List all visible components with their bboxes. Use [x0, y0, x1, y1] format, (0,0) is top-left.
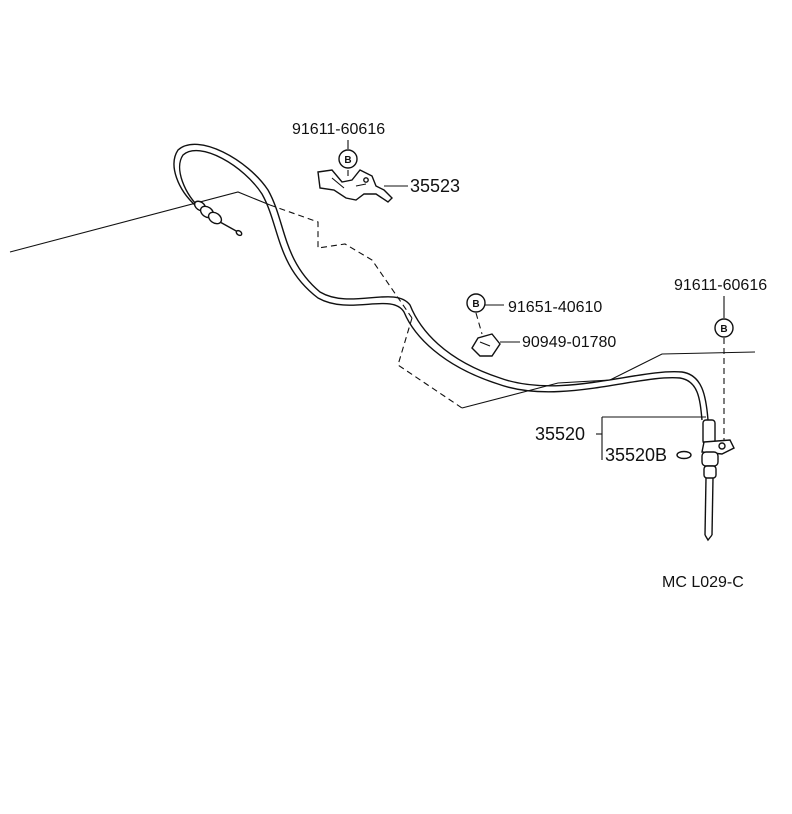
end-inner-wire-a: [704, 477, 707, 536]
bracket-35523: [317, 169, 408, 203]
end-bracket-plate: [701, 439, 735, 455]
callout-symbol-bracket-bolt: B: [338, 140, 358, 169]
clamp-bolt-leader: [475, 312, 483, 335]
cable-outer-line: [173, 143, 709, 421]
clamp-90949-01780: [471, 312, 520, 357]
cable-inner-line: [178, 149, 703, 421]
cable-callout-bracket: [596, 416, 706, 460]
part-label-bolt-end: 91611-60616: [674, 277, 767, 294]
part-label-bolt-clamp: 91651-40610: [508, 299, 602, 316]
end-inner-wire-b: [711, 477, 714, 536]
part-label-grommet: 35520B: [605, 445, 667, 465]
cable-lock-end: [676, 338, 735, 542]
callout-letter: B: [472, 299, 479, 310]
part-label-clamp: 90949-01780: [522, 334, 616, 351]
clamp-fold-line: [479, 341, 491, 347]
panel-left-edge: [9, 191, 271, 253]
end-bracket-hole: [718, 442, 726, 450]
end-collar: [703, 465, 717, 479]
body-panel-outline: [9, 191, 756, 409]
end-wire-tip: [704, 534, 713, 542]
part-label-cable-assy: 35520: [535, 424, 585, 444]
callout-circle: [466, 293, 486, 313]
clamp-body: [471, 333, 501, 357]
callout-circle: [714, 318, 734, 338]
cable-sleeve: [702, 419, 716, 445]
handle-rod: [219, 221, 239, 233]
callout-circle: [338, 149, 358, 169]
panel-dashed-line-upper: [269, 204, 413, 319]
hood-release-cable: [173, 143, 709, 421]
bracket-hole: [363, 177, 369, 183]
callout-symbol-clamp-bolt: B: [466, 293, 504, 313]
end-fitting: [701, 451, 719, 467]
part-label-bolt-bracket: 91611-60616: [292, 121, 385, 138]
bracket-fold-line: [331, 177, 367, 189]
grommet-ring: [676, 450, 692, 460]
bracket-body: [317, 169, 393, 203]
callout-letter: B: [720, 324, 727, 335]
figure-code: MC L029-C: [662, 574, 744, 591]
handle-tip: [235, 229, 243, 237]
part-label-bracket: 35523: [410, 176, 460, 196]
release-handle-end: [193, 200, 243, 237]
callout-symbol-end-bolt: B: [714, 296, 734, 338]
panel-dashed-line-lower: [397, 317, 463, 409]
callout-letter: B: [344, 155, 351, 166]
